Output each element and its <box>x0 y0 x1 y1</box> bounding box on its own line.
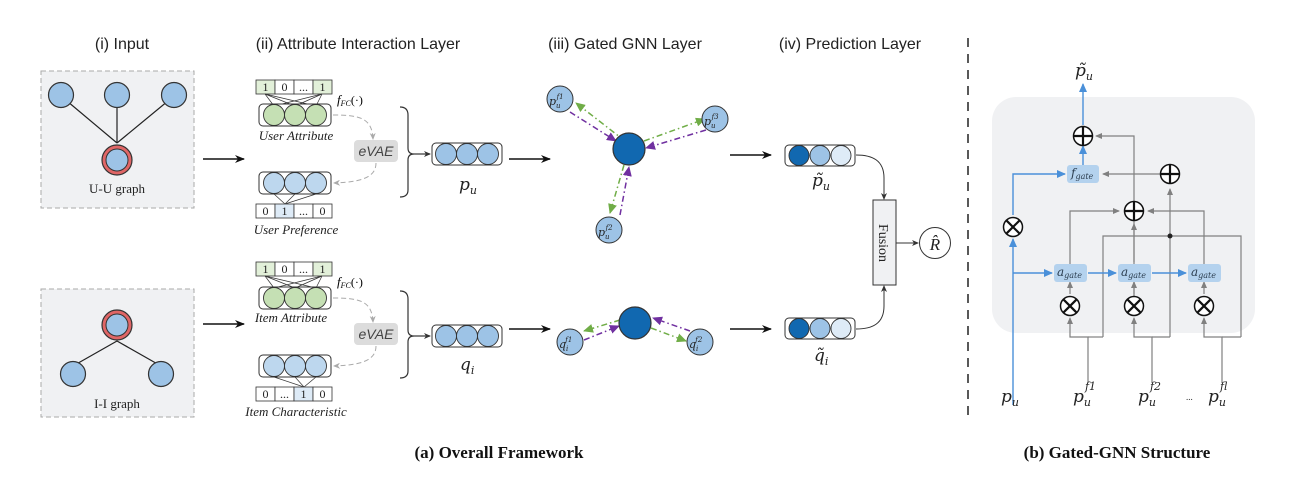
a-gate-label: agate <box>1121 265 1146 280</box>
qi-tilde-label: q̃i <box>814 346 828 368</box>
vector-cell: 0 <box>263 387 269 401</box>
vector-cell: 0 <box>263 204 269 218</box>
user-center-node <box>612 132 646 166</box>
junction-dot <box>1167 233 1173 239</box>
a-gate-label: agate <box>1057 265 1082 280</box>
vector-cell: 1 <box>320 80 326 94</box>
section-title-attribute-interaction: (ii) Attribute Interaction Layer <box>256 36 461 53</box>
uu-neighbor-node <box>160 81 188 109</box>
fusion-label: Fusion <box>875 224 890 262</box>
user-gnn-graph: puf1 puf3 puf2 <box>546 85 729 244</box>
uu-graph-label: U-U graph <box>89 181 145 196</box>
item-neighbor-node <box>556 328 584 356</box>
uu-neighbor-node <box>47 81 75 109</box>
fc-function-label: fFC(·) <box>337 274 363 290</box>
pu-label: pu <box>459 175 477 197</box>
structure-input-label: pufl <box>1208 380 1228 409</box>
neighbor-label: puf3 <box>704 113 719 130</box>
neighbor-label: puf2 <box>598 224 613 241</box>
vector-cell: 1 <box>282 204 288 218</box>
vector-cell: ... <box>299 204 308 218</box>
f-gate-label: fgate <box>1070 166 1094 181</box>
item-center-node <box>618 306 652 340</box>
vector-cell: 1 <box>320 262 326 276</box>
item-gnn-graph: qif1 qif2 <box>556 306 714 356</box>
vector-cell: ... <box>280 387 289 401</box>
section-title-input: (i) Input <box>95 36 150 53</box>
vector-cell: ... <box>299 80 308 94</box>
item-evae-label: eVAE <box>358 326 394 342</box>
qi-label: qi <box>460 355 474 377</box>
user-preference-label: User Preference <box>254 222 339 237</box>
vector-cell: ... <box>299 262 308 276</box>
plus-operator-middle <box>1123 200 1145 222</box>
vector-cell: 0 <box>320 387 326 401</box>
vector-cell: 1 <box>263 80 269 94</box>
plus-operator-top <box>1072 125 1094 147</box>
plus-operator-right <box>1159 163 1181 185</box>
user-brace <box>399 106 415 198</box>
user-attribute-label: User Attribute <box>259 128 334 143</box>
multiply-operator <box>1059 295 1081 317</box>
item-attribute-block: 1 0 ... 1 fFC(·) Item Attribute eVAE <box>244 261 503 419</box>
ii-graph-label: I-I graph <box>94 396 140 411</box>
gated-gnn-structure: fgate agate agate agate p̃u pu puf1 puf2… <box>992 61 1255 409</box>
item-neighbor-node <box>686 328 714 356</box>
structure-input-label: pu <box>1001 387 1019 409</box>
item-characteristic-label: Item Characteristic <box>244 404 347 419</box>
item-evae-box <box>354 323 398 345</box>
neighbor-label: qif1 <box>559 336 572 353</box>
user-evae-box <box>354 140 398 162</box>
ii-graph: I-I graph <box>40 288 195 418</box>
item-attribute-label: Item Attribute <box>254 310 328 325</box>
section-title-prediction: (iv) Prediction Layer <box>779 36 922 53</box>
a-gate-label: agate <box>1191 265 1216 280</box>
a-gate-box <box>1188 264 1221 282</box>
vector-cell: 0 <box>282 80 288 94</box>
user-attribute-vector: 1 0 ... 1 <box>255 79 333 95</box>
caption-gated-gnn-structure: (b) Gated-GNN Structure <box>1024 443 1211 462</box>
a-gate-box <box>1054 264 1087 282</box>
item-attribute-vector: 1 0 ... 1 <box>255 261 333 277</box>
structure-input-label: puf2 <box>1138 380 1161 409</box>
ii-neighbor-node <box>59 360 87 388</box>
vector-cell: 0 <box>282 262 288 276</box>
multiply-operator <box>1123 295 1145 317</box>
structure-panel <box>992 97 1255 333</box>
uu-neighbor-node <box>103 81 131 109</box>
a-gate-box <box>1118 264 1151 282</box>
structure-input-label: puf1 <box>1073 380 1096 409</box>
ii-graph-panel <box>40 288 195 418</box>
f-gate-box <box>1067 165 1099 183</box>
multiply-operator <box>1193 295 1215 317</box>
structure-ellipsis: ... <box>1186 392 1193 402</box>
rating-label: R̂ <box>929 235 941 254</box>
section-title-gated-gnn: (iii) Gated GNN Layer <box>548 36 702 53</box>
uu-target-node <box>105 148 129 172</box>
user-preference-vector: 0 1 ... 0 <box>255 203 333 219</box>
user-neighbor-node <box>595 216 623 244</box>
prediction-layer: p̃u q̃i Fusion R̂ <box>784 144 951 368</box>
ii-neighbor-node <box>147 360 175 388</box>
vector-cell: 0 <box>320 204 326 218</box>
item-brace <box>399 290 415 379</box>
rating-node <box>919 227 951 259</box>
vector-cell: 1 <box>301 387 307 401</box>
neighbor-label: puf1 <box>549 93 564 110</box>
multiply-operator-left <box>1002 216 1024 238</box>
structure-output-label: p̃u <box>1075 61 1093 83</box>
uu-graph: U-U graph <box>40 70 195 209</box>
user-attribute-block: 1 0 ... 1 fFC(·) User Attribute eVAE <box>254 79 503 237</box>
item-characteristic-vector: 0 ... 1 0 <box>255 386 333 402</box>
ii-target-node <box>105 313 129 337</box>
user-evae-label: eVAE <box>358 143 394 159</box>
caption-overall-framework: (a) Overall Framework <box>415 443 585 462</box>
user-neighbor-node <box>701 105 729 133</box>
neighbor-label: qif2 <box>689 336 703 353</box>
fc-function-label: fFC(·) <box>337 92 363 108</box>
pu-tilde-label: p̃u <box>812 171 830 193</box>
user-neighbor-node <box>546 85 574 113</box>
vector-cell: 1 <box>263 262 269 276</box>
